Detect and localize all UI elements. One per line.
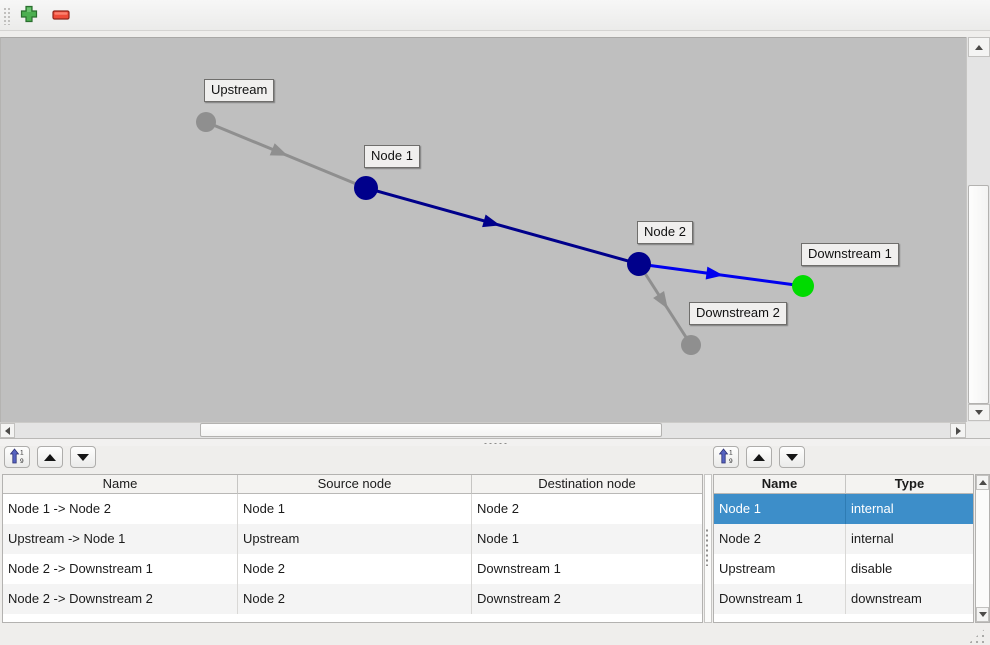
graph-edge[interactable] bbox=[365, 186, 640, 266]
down-arrow-icon bbox=[975, 410, 983, 415]
edges-sort-button[interactable]: 1 9 bbox=[4, 446, 30, 468]
svg-text:1: 1 bbox=[729, 449, 733, 456]
table-cell: internal bbox=[851, 531, 894, 546]
graph-node[interactable] bbox=[681, 335, 701, 355]
table-cell: Node 2 -> Downstream 2 bbox=[3, 584, 238, 614]
table-row[interactable]: Downstream 1 downstream bbox=[714, 584, 973, 614]
window-resize-grip[interactable] bbox=[968, 627, 987, 644]
edge-arrowhead-icon bbox=[653, 291, 668, 309]
graph-node[interactable] bbox=[196, 112, 216, 132]
table-splitter-grip[interactable] bbox=[705, 528, 709, 566]
toolbar-drag-handle[interactable] bbox=[3, 7, 10, 25]
scroll-up-button[interactable] bbox=[976, 475, 989, 490]
canvas-horizontal-scrollbar[interactable] bbox=[0, 422, 966, 438]
edges-move-down-button[interactable] bbox=[70, 446, 96, 468]
down-arrow-icon bbox=[978, 612, 987, 617]
table-cell: Node 2 bbox=[714, 524, 846, 554]
left-arrow-icon bbox=[5, 426, 10, 435]
scroll-down-button[interactable] bbox=[976, 607, 989, 622]
nodes-move-up-button[interactable] bbox=[746, 446, 772, 468]
table-cell: Downstream 1 bbox=[714, 584, 846, 614]
table-cell: disable bbox=[851, 561, 893, 576]
remove-button[interactable] bbox=[48, 3, 73, 28]
scroll-up-button[interactable] bbox=[968, 37, 990, 57]
table-cell: Node 2 bbox=[238, 584, 472, 614]
down-arrow-icon bbox=[77, 453, 89, 461]
minus-icon bbox=[51, 8, 70, 23]
down-arrow-icon bbox=[786, 453, 798, 461]
edge-arrowhead-icon bbox=[269, 143, 288, 156]
table-row[interactable]: Upstream disable bbox=[714, 554, 973, 584]
horizontal-scroll-thumb[interactable] bbox=[200, 423, 662, 437]
right-arrow-icon bbox=[955, 426, 961, 435]
table-cell: downstream bbox=[851, 591, 922, 606]
up-arrow-icon bbox=[975, 44, 983, 50]
graph-node[interactable] bbox=[354, 176, 378, 200]
column-header[interactable]: Name bbox=[714, 475, 846, 494]
splitter-grip-icon bbox=[483, 442, 509, 445]
column-header[interactable]: Type bbox=[846, 475, 973, 494]
node-label: Node 2 bbox=[637, 221, 693, 244]
nodes-move-down-button[interactable] bbox=[779, 446, 805, 468]
table-cell: Node 2 bbox=[238, 554, 472, 584]
node-label: Downstream 1 bbox=[801, 243, 899, 266]
column-header[interactable]: Source node bbox=[238, 475, 472, 494]
table-cell: internal bbox=[851, 501, 894, 516]
nodes-table-scrollbar[interactable] bbox=[975, 474, 990, 623]
edges-move-up-button[interactable] bbox=[37, 446, 63, 468]
table-cell: Upstream bbox=[238, 524, 472, 554]
table-cell: Upstream bbox=[714, 554, 846, 584]
sort-ascending-icon: 1 9 bbox=[9, 447, 25, 467]
table-cell: Node 1 bbox=[714, 494, 846, 524]
node-label: Upstream bbox=[204, 79, 275, 102]
table-row[interactable]: Node 1 internal bbox=[714, 494, 973, 524]
node-label: Node 1 bbox=[364, 145, 420, 168]
scroll-down-button[interactable] bbox=[968, 404, 990, 421]
up-arrow-icon bbox=[978, 480, 987, 485]
table-cell: Node 1 bbox=[477, 531, 519, 546]
up-arrow-icon bbox=[44, 453, 56, 461]
table-cell: Node 1 bbox=[238, 494, 472, 524]
pane-splitter[interactable] bbox=[0, 438, 990, 446]
plus-icon bbox=[20, 5, 38, 26]
up-arrow-icon bbox=[753, 453, 765, 461]
scroll-left-button[interactable] bbox=[0, 423, 15, 438]
table-cell: Downstream 2 bbox=[477, 591, 561, 606]
table-cell: Downstream 1 bbox=[477, 561, 561, 576]
table-cell: Node 2 -> Downstream 1 bbox=[3, 554, 238, 584]
table-cell: Node 2 bbox=[477, 501, 519, 516]
svg-text:1: 1 bbox=[20, 449, 24, 456]
vertical-scroll-thumb[interactable] bbox=[968, 185, 989, 404]
main-toolbar bbox=[0, 0, 990, 31]
graph-node[interactable] bbox=[792, 275, 814, 297]
canvas-vertical-scrollbar[interactable] bbox=[966, 37, 990, 422]
nodes-sort-button[interactable]: 1 9 bbox=[713, 446, 739, 468]
sort-ascending-icon: 1 9 bbox=[718, 447, 734, 467]
add-button[interactable] bbox=[16, 3, 41, 28]
graph-node[interactable] bbox=[627, 252, 651, 276]
svg-text:9: 9 bbox=[729, 458, 733, 464]
column-header[interactable]: Name bbox=[3, 475, 238, 494]
table-row[interactable]: Node 2 internal bbox=[714, 524, 973, 554]
table-cell: Node 1 -> Node 2 bbox=[3, 494, 238, 524]
column-header[interactable]: Destination node bbox=[472, 475, 702, 494]
scroll-right-button[interactable] bbox=[950, 423, 966, 438]
svg-text:9: 9 bbox=[20, 458, 24, 464]
table-cell: Upstream -> Node 1 bbox=[3, 524, 238, 554]
node-label: Downstream 2 bbox=[689, 302, 787, 325]
edge-arrowhead-icon bbox=[705, 266, 724, 280]
scrollbar-corner bbox=[966, 422, 990, 438]
edge-arrowhead-icon bbox=[482, 214, 501, 228]
